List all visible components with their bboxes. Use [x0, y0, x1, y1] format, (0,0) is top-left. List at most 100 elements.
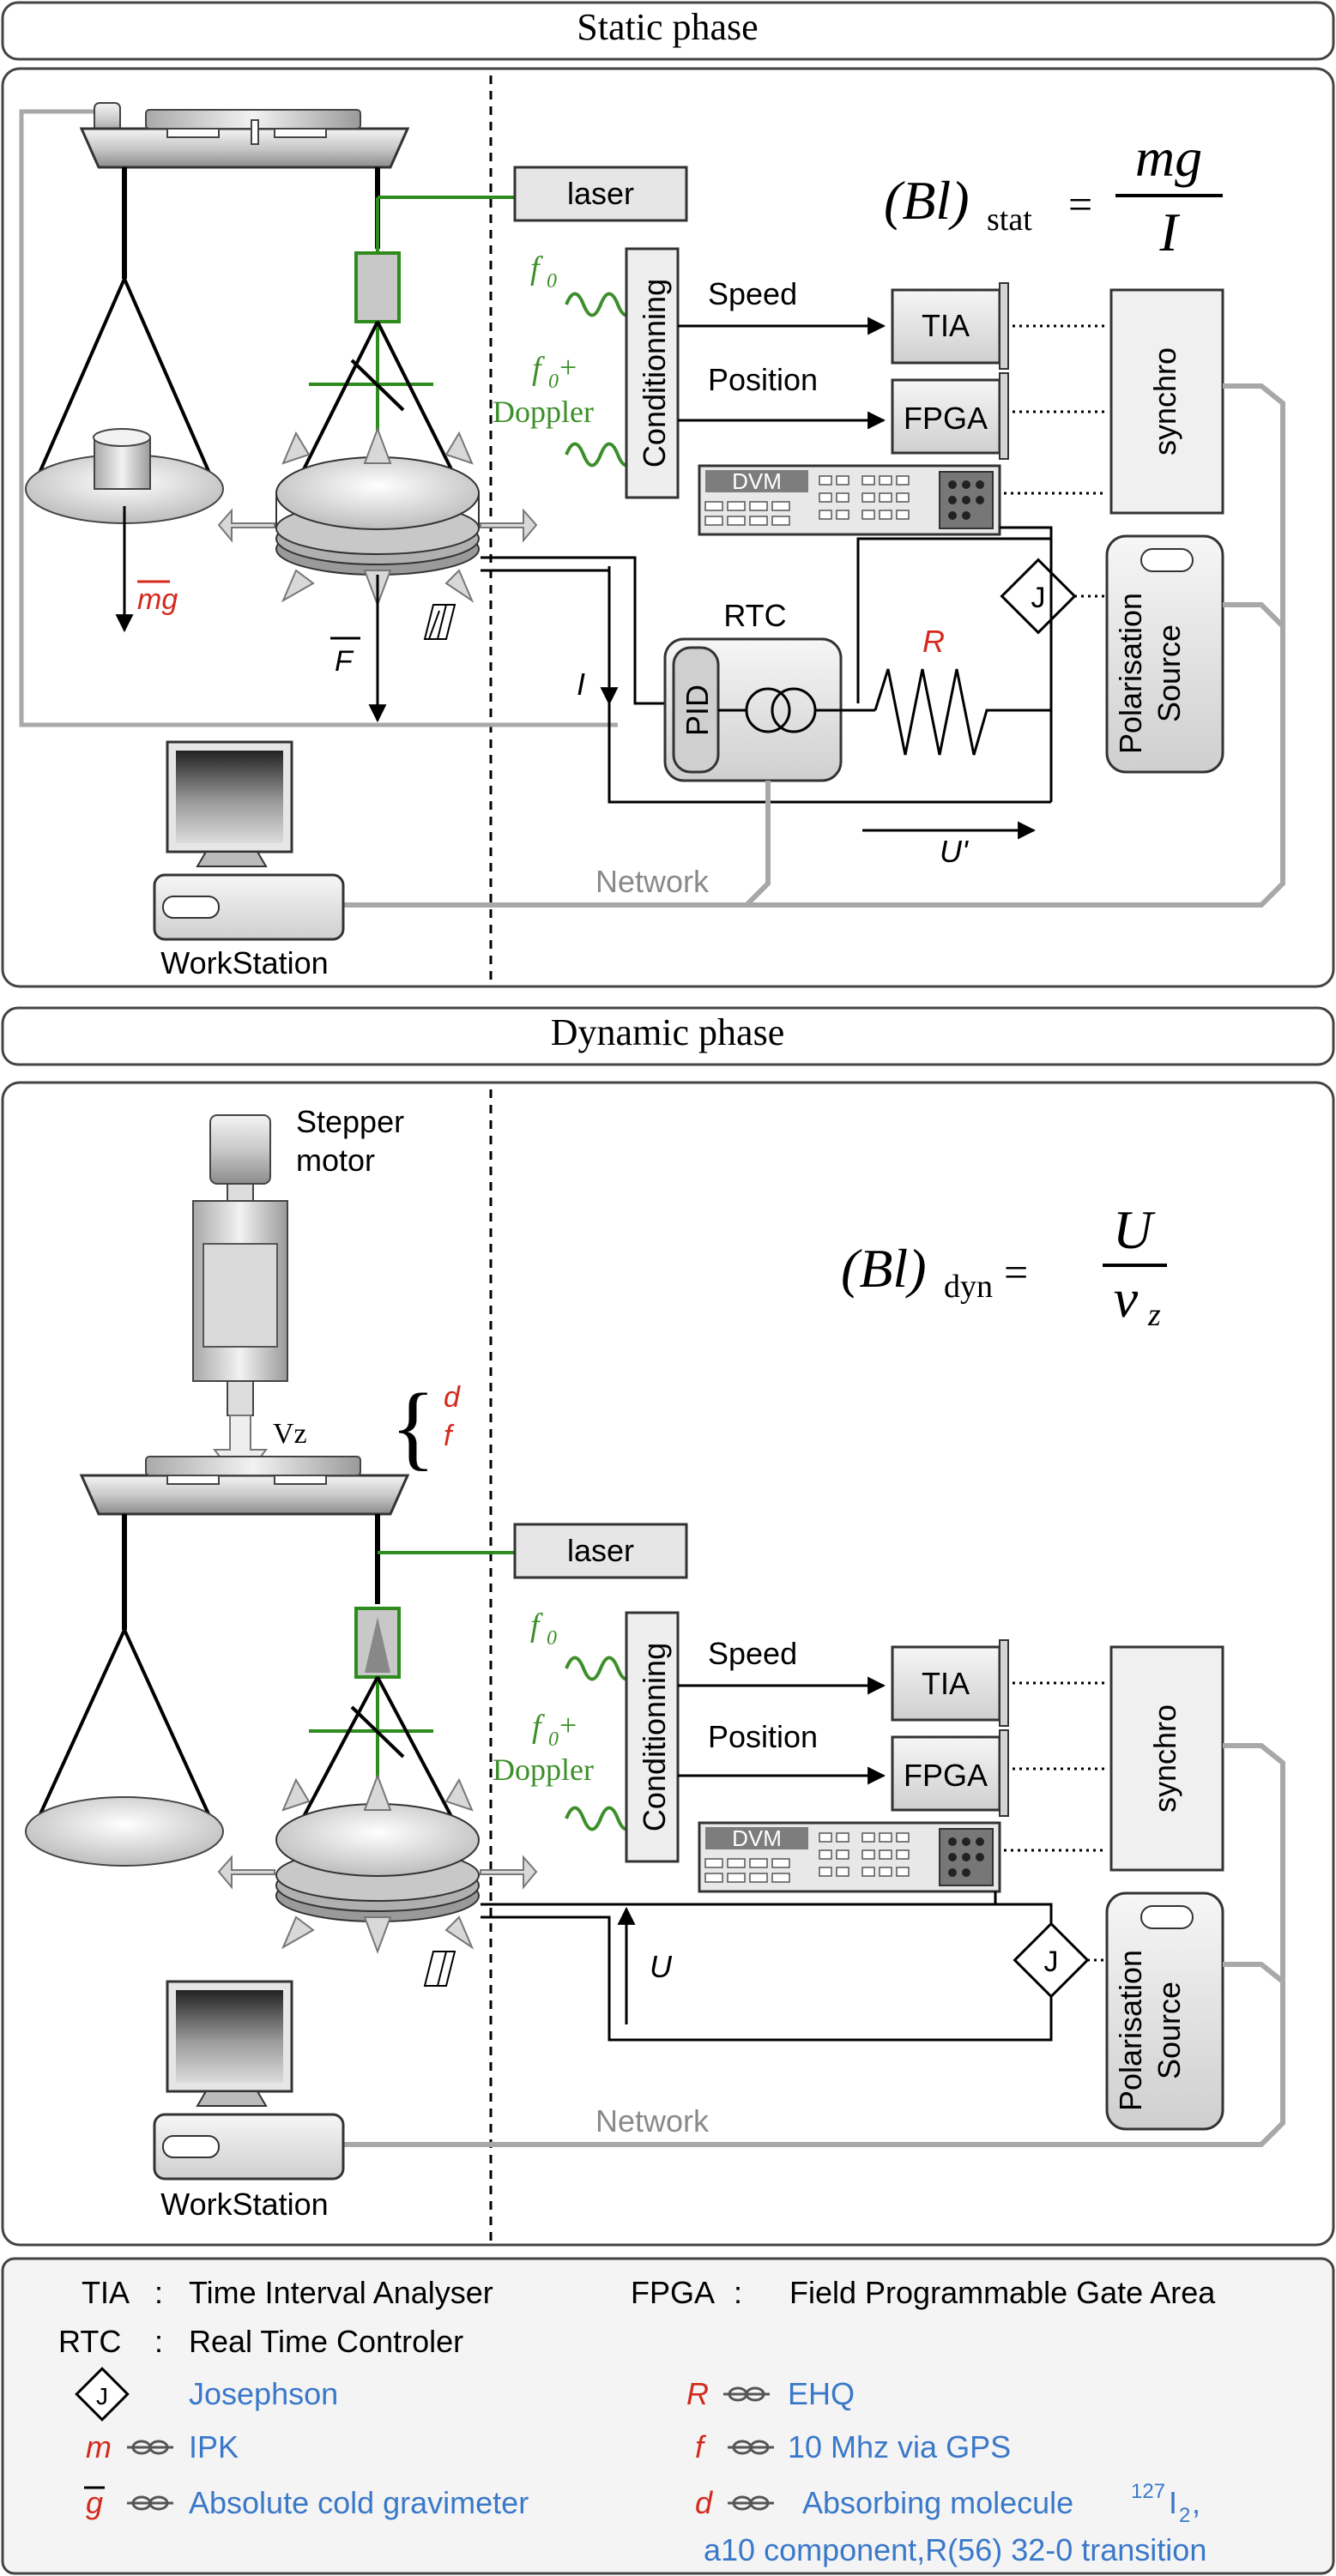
legend-link-icon-r [723, 2386, 770, 2402]
dynamic-workstation-icon [153, 1980, 345, 2181]
legend-rtc-value: Real Time Controler [189, 2324, 463, 2359]
dynamic-brace-d: d [444, 1381, 461, 1414]
static-laser-label: laser [567, 176, 634, 211]
dynamic-polarisation-source: Polarisation Source [1105, 1891, 1224, 2131]
legend-fpga-key: FPGA [631, 2275, 715, 2310]
dynamic-laser-label: laser [567, 1533, 634, 1568]
legend-rtc-sep: : [154, 2324, 163, 2359]
dynamic-f0-sub: 0 [547, 1627, 557, 1650]
static-tia-card: TIA [891, 282, 1009, 370]
static-workstation-icon [153, 740, 345, 941]
dynamic-doppler-label: Doppler [493, 1753, 594, 1787]
static-fpga-card: FPGA [891, 372, 1009, 460]
dynamic-position-label: Position [708, 1719, 818, 1754]
dynamic-fpga-card: FPGA [891, 1729, 1009, 1817]
static-phase-title: Static phase [577, 6, 758, 48]
static-dvm-label: DVM [732, 468, 782, 494]
dynamic-circuit-wiring [481, 1891, 1053, 2042]
static-rtc-label: RTC [723, 598, 786, 633]
dynamic-stepper-motor [192, 1114, 288, 1486]
static-circuit-wiring [481, 526, 1053, 804]
static-polarisation-source: Polarisation Source [1105, 534, 1224, 774]
static-josephson-junction [1000, 558, 1077, 635]
legend-abbreviations: TIA : Time Interval Analyser FPGA : Fiel… [58, 2275, 1216, 2359]
legend-d-post: , [1192, 2485, 1200, 2520]
dynamic-conditioning-box [625, 1611, 680, 1863]
dynamic-formula-lhs: (Bl) [841, 1238, 927, 1299]
legend-absorbing-molecule: Absorbing molecule 127 I 2 , [802, 2480, 1200, 2527]
static-polarisation-label: Polarisation [1113, 593, 1148, 754]
dynamic-synchro-box [1109, 1645, 1224, 1872]
static-dvm-instrument: DVM [698, 464, 1001, 536]
legend-g-symbol: g [86, 2485, 103, 2520]
dynamic-plus: + [559, 1708, 577, 1742]
legend-junction-symbol-label: J [96, 2383, 108, 2410]
dynamic-fpga-label: FPGA [904, 1758, 988, 1793]
dynamic-conditioning-label: Conditionning [637, 1643, 672, 1831]
static-speed-label: Speed [708, 276, 797, 311]
legend-link-icon-f [728, 2440, 774, 2455]
legend-panel [1, 2257, 1335, 2575]
static-synchro-label: synchro [1147, 347, 1182, 455]
dynamic-junction-label: J [1044, 1946, 1059, 1978]
legend-link-icon-g [127, 2495, 173, 2511]
dynamic-brace: { [390, 1374, 436, 1479]
static-left-pan [25, 167, 224, 633]
dynamic-josephson-junction [1013, 1921, 1090, 1999]
dynamic-sync-links [1004, 1681, 1107, 1852]
dynamic-stepper-label: Stepper [296, 1104, 404, 1139]
static-weight-label: mg [137, 583, 178, 616]
static-resistor [874, 668, 995, 756]
static-f0d-sub: 0 [548, 371, 559, 393]
dynamic-left-pan [25, 1514, 224, 1867]
static-junction-label: J [1031, 582, 1046, 614]
legend-rtc-key: RTC [58, 2324, 121, 2359]
static-conditioning-label: Conditionning [637, 279, 672, 468]
static-title-bar [1, 1, 1335, 61]
legend-tia-sep: : [154, 2275, 163, 2310]
static-formula: (Bl) stat = mg I [884, 127, 1223, 262]
legend-gravimeter: Absolute cold gravimeter [189, 2485, 529, 2520]
static-resistor-label: R [922, 624, 945, 659]
static-f0-sub: 0 [547, 270, 557, 293]
legend-josephson: Josephson [189, 2376, 338, 2411]
static-fpga-label: FPGA [904, 401, 988, 436]
legend-r-symbol: R [686, 2376, 709, 2411]
static-coil-assembly [217, 167, 538, 723]
dynamic-formula-den-sub: z [1147, 1297, 1161, 1333]
dynamic-laser-box [513, 1523, 688, 1579]
legend-gps: 10 Mhz via GPS [788, 2429, 1011, 2464]
static-formula-lhs: (Bl) [884, 170, 970, 231]
dynamic-vz-label: Vz [273, 1418, 307, 1450]
dynamic-workstation-label: WorkStation [160, 2187, 328, 2222]
static-source-label: Source [1152, 624, 1187, 722]
dynamic-formula-sub: dyn [944, 1269, 993, 1305]
legend-tia-value: Time Interval Analyser [189, 2275, 493, 2310]
dynamic-voltage-label: U [650, 1949, 673, 1984]
static-synchro-box [1109, 288, 1224, 515]
static-gray-loop [19, 109, 618, 727]
dynamic-formula-num: U [1113, 1199, 1156, 1260]
static-laser-box [513, 166, 688, 222]
static-network-label: Network [595, 864, 710, 899]
static-conditioning-box [625, 247, 680, 499]
dynamic-source-label: Source [1152, 1982, 1187, 2079]
static-force-label: F [335, 645, 354, 678]
static-balance-beam [79, 102, 410, 169]
legend-d-sub: 2 [1179, 2504, 1190, 2527]
dynamic-dvm-label: DVM [732, 1825, 782, 1851]
legend-fpga-sep: : [734, 2275, 742, 2310]
dynamic-polarisation-label: Polarisation [1113, 1950, 1148, 2111]
static-voltage-label: U' [940, 834, 969, 869]
static-plus: + [559, 350, 577, 384]
dynamic-phase-title: Dynamic phase [551, 1011, 784, 1053]
legend-d-line2: a10 component,R(56) 32-0 transition [704, 2532, 1206, 2567]
dynamic-f0d-sub: 0 [548, 1728, 559, 1751]
legend-tia-key: TIA [82, 2275, 130, 2310]
legend-d-sup: 127 [1131, 2480, 1165, 2503]
dynamic-tia-label: TIA [922, 1666, 970, 1701]
dynamic-speed-label: Speed [708, 1636, 797, 1671]
static-tia-label: TIA [922, 308, 970, 343]
legend-d-elem: I [1169, 2485, 1177, 2520]
